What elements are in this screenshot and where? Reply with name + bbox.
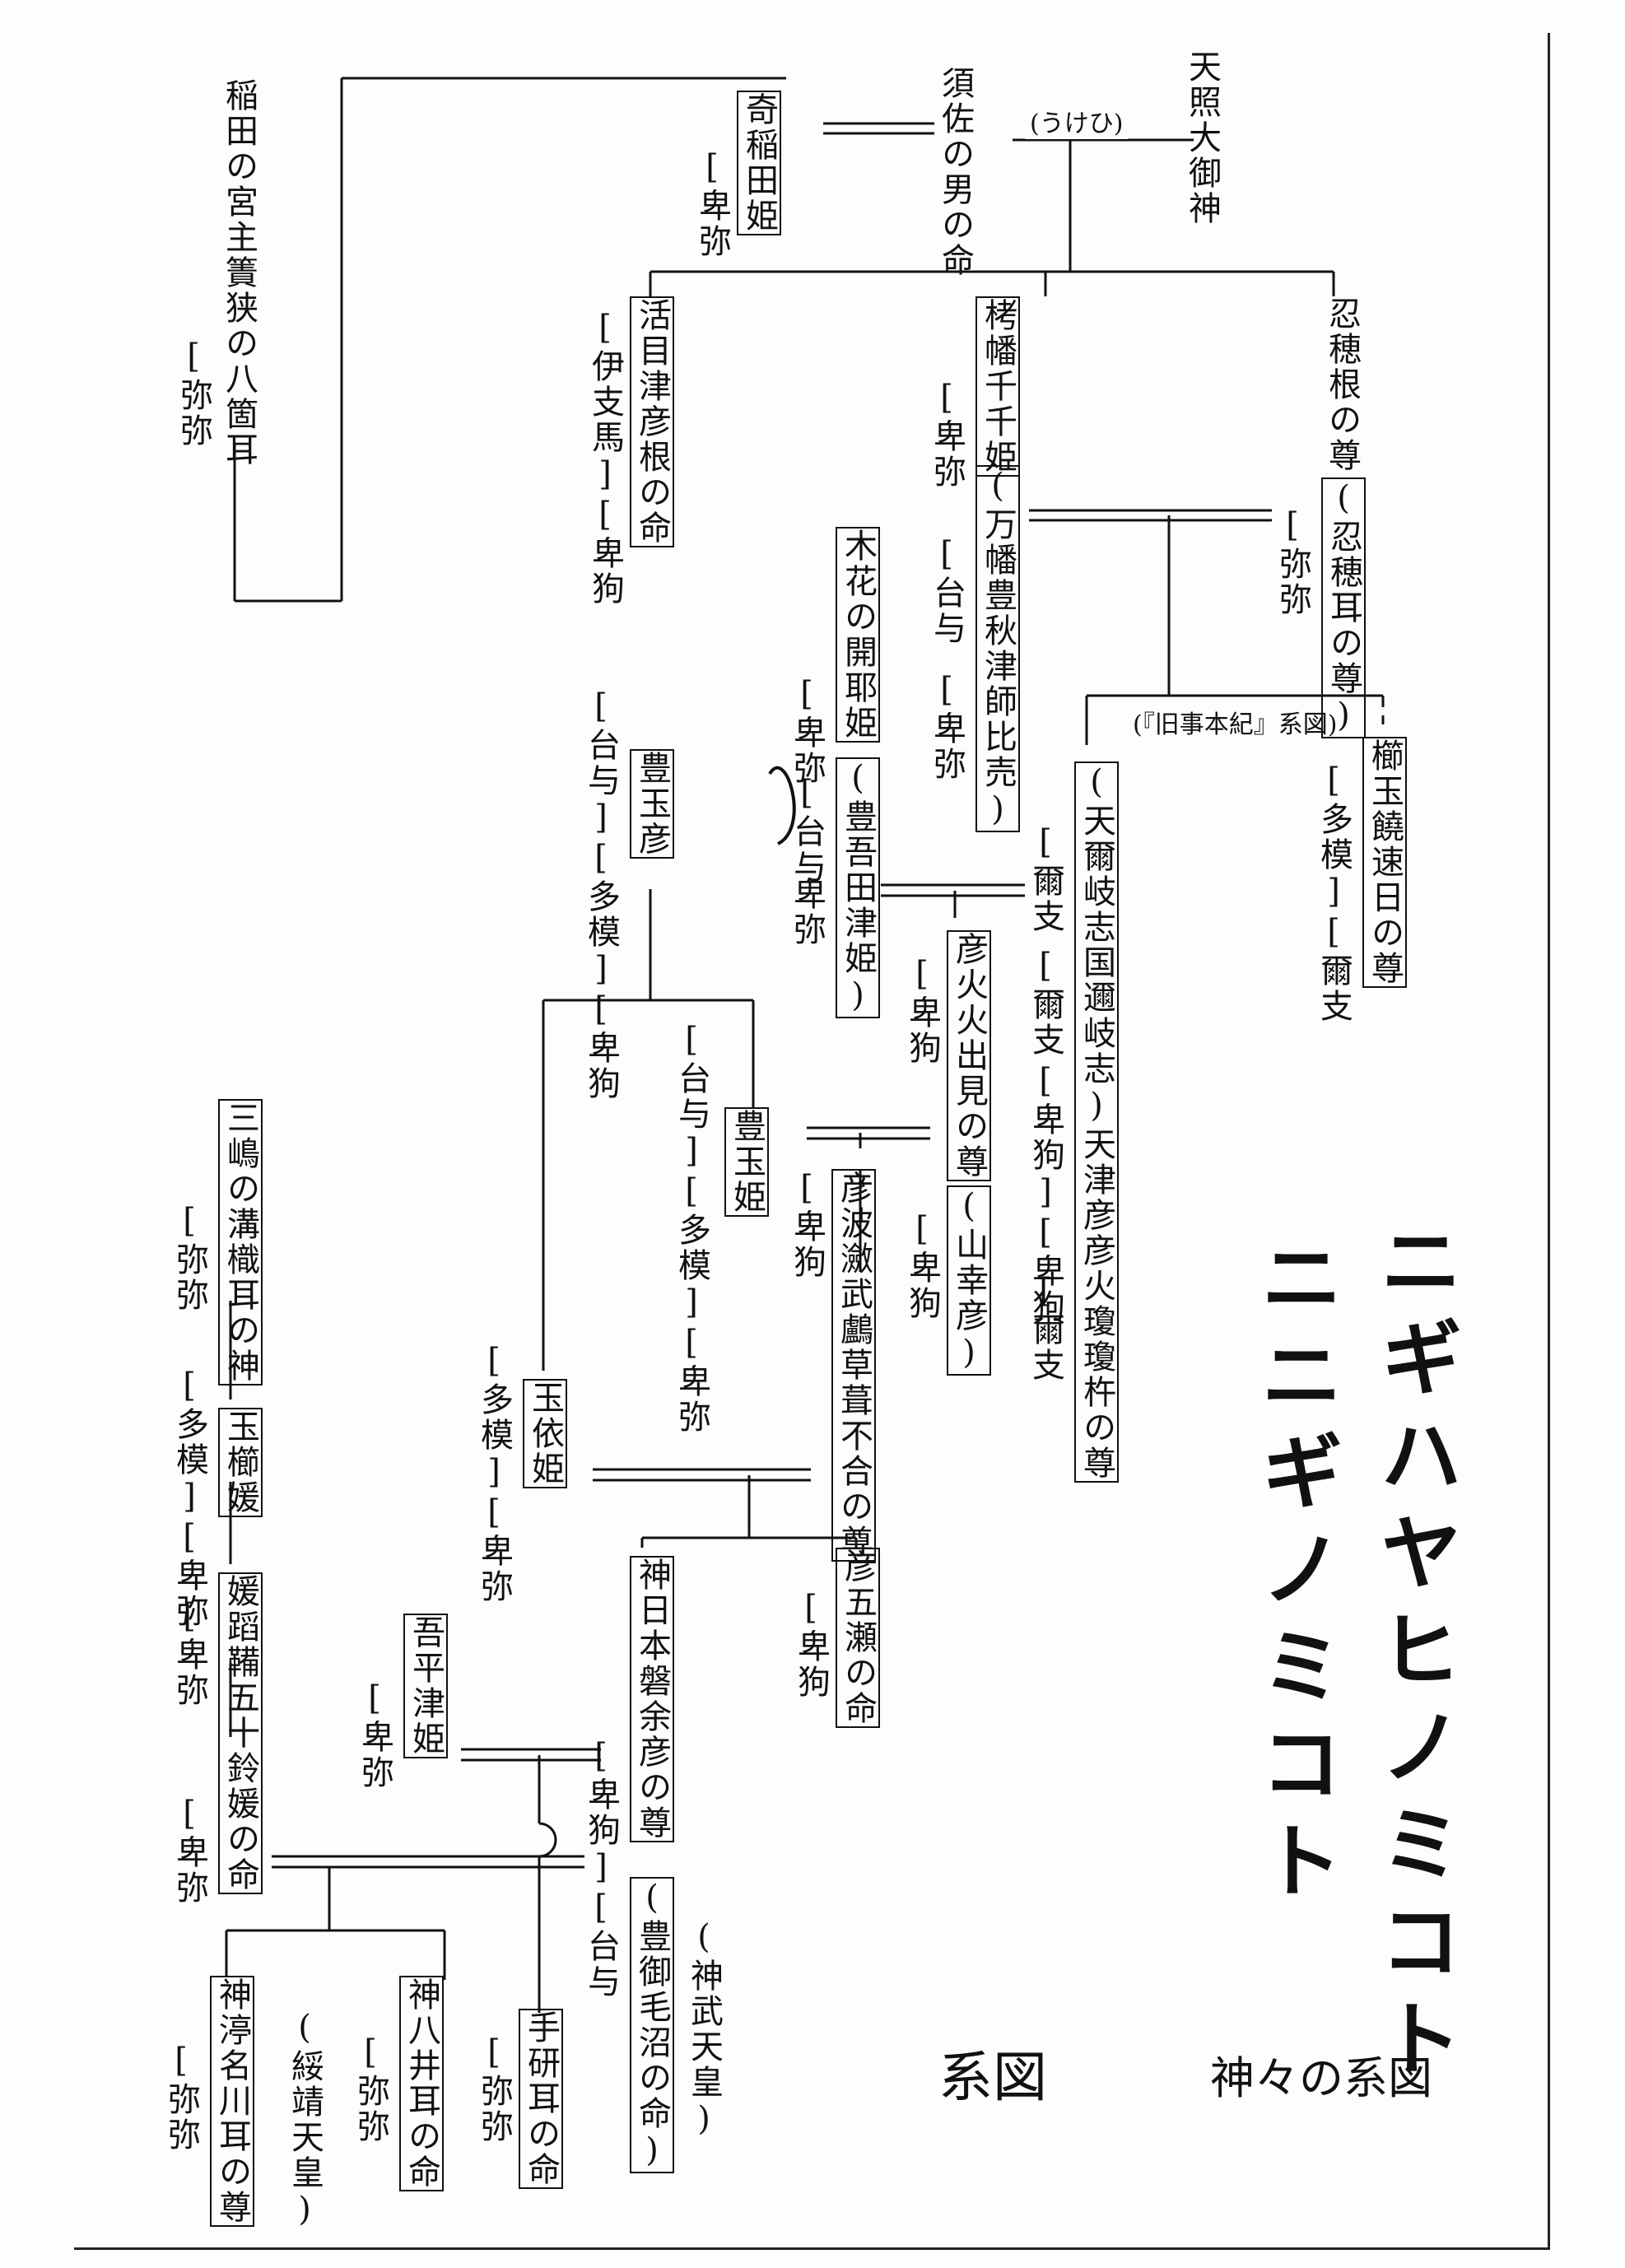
node-kushitama-title: [多模][爾支 [1315,761,1353,1024]
title-keizu: 系図 [938,2046,1047,2109]
node-ame-title-2: [爾支 [1027,947,1064,1058]
node-kamununa-alt: (綏靖天皇) [286,2009,324,2231]
node-kamuyai: 神八井耳の命 [399,1976,444,2191]
node-kamuyai-title: [弥弥 [352,2033,389,2145]
node-mishima: 三嶋の溝樴耳の神 [218,1099,263,1385]
handwritten-nigihayahi: ニギハヤヒノミコト [1366,1218,1462,2093]
node-kushitama: 櫛玉饒速日の尊 [1362,737,1407,988]
node-hikohoho-title-1: [卑狗 [903,955,941,1066]
node-ame: (天爾岐志国邇岐志)天津彦彦火瓊瓊杵の尊 [1074,761,1119,1483]
node-konohana-title-3: 卑弥 [788,877,826,948]
kujiki-label: (『旧事本紀』系図) [1128,704,1343,740]
node-kamununa: 神渟名川耳の尊 [210,1976,254,2227]
node-himetatara: 媛蹈鞴五十鈴媛の命 [218,1572,263,1894]
node-konohana-title-1: [卑弥 [788,675,826,786]
node-oshihone-alt: (忍穂耳の尊) [1321,477,1366,738]
node-tamakushi: 玉櫛媛 [218,1408,263,1517]
ukehi-label: (うけひ) [1025,103,1129,139]
node-hikohoho: 彦火火出見の尊 [947,930,991,1181]
node-ame-title-4: [爾支 [1027,1272,1064,1383]
node-takuhata: 栲幡千千姫 [975,296,1020,477]
node-ame-title-3: [卑狗][卑狗 [1027,1062,1064,1325]
node-itsuse-title: [卑狗 [792,1589,830,1700]
node-tamakushi-title: [多模][卑弥 [170,1367,208,1629]
node-inada-title: [弥弥 [175,338,212,449]
handwritten-ninigi: ニニギノミコト [1246,1235,1343,1915]
node-takuhata-alt: (万幡豊秋津師比売) [975,465,1020,832]
node-toyotamahime: 豊玉姫 [724,1107,769,1217]
node-jimmu-title: [卑狗][台与 [582,1737,620,2000]
node-nagisa: 彦波瀲武鸕草葺不合の尊 [831,1169,876,1562]
node-kushiinada-title: [卑弥 [693,148,731,259]
node-amaterasu: 天照大御神 [1183,49,1221,226]
node-itsuse: 彦五瀬の命 [836,1548,880,1728]
node-ikume-title: [伊支馬][卑狗 [586,309,624,607]
node-tamayori: 玉依姫 [523,1379,567,1488]
node-ame-title-1: [爾支 [1027,823,1064,934]
node-oshihone: 忍穂根の尊 [1323,296,1361,473]
page-frame [74,33,1550,2250]
node-inada: 稲田の宮主簀狭の八箇耳 [220,78,258,468]
node-konohana: 木花の開耶姫 [836,527,880,743]
node-hikohoho-title-2: [卑狗 [903,1210,941,1321]
node-ikume: 活目津彦根の命 [630,296,674,547]
node-susanoo: 須佐の男の命 [936,66,974,278]
node-kamununa-title: [弥弥 [162,2042,200,2153]
node-toyotamahiko-title: [台与][多模][卑狗 [582,687,620,1101]
node-himetatara-title-2: [卑弥 [170,1795,208,1906]
node-ahiratsu: 吾平津姫 [403,1614,448,1758]
title-kamigami-no-keizu: 神々の系図 [1210,2052,1432,2104]
node-konohana-title-2: [台与 [788,774,826,885]
node-takuhata-title-3: [卑弥 [928,671,966,782]
node-konohana-alt: (豊吾田津姫) [836,757,880,1018]
node-takuhata-title-1: [卑弥 [928,379,966,490]
node-ahiratsu-title: [卑弥 [356,1679,393,1791]
node-takuhata-title-2: [台与 [928,535,966,646]
node-tamayori-title: [多模][卑弥 [475,1342,513,1604]
node-jimmu: 神日本磐余彦の尊 [630,1556,674,1842]
node-hikohoho-alt: (山幸彦) [947,1185,991,1376]
node-toyotamahime-title: [台与][多模][卑弥 [673,1021,710,1435]
node-tagishi-title: [弥弥 [475,2033,513,2145]
node-nagisa-title: [卑狗 [788,1169,826,1280]
node-jimmu-alt: (豊御毛沼の命) [630,1877,674,2173]
node-jimmu-tenno: (神武天皇) [685,1918,723,2140]
node-himetatara-title-1: [卑弥 [170,1597,208,1708]
node-oshihone-title: [弥弥 [1273,506,1311,617]
node-toyotamahiko: 豊玉彦 [630,749,674,859]
node-kushiinada: 奇稲田姫 [737,91,781,235]
node-tagishi: 手研耳の命 [519,2009,563,2189]
node-mishima-title: [弥弥 [170,1202,208,1313]
